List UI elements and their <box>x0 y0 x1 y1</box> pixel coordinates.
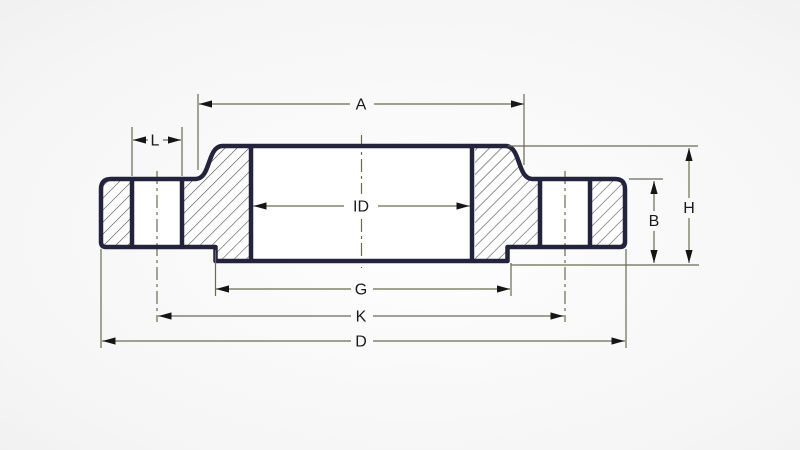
dim-label-hub-diameter: A <box>356 97 367 114</box>
dim-label-overall-height: H <box>683 200 695 217</box>
arrowhead-g-right <box>497 285 510 293</box>
hatch-right-outer <box>592 179 625 247</box>
flange-silhouette-stroke <box>98 143 628 264</box>
arrowhead-l-right <box>168 136 181 144</box>
arrowhead-l-left <box>133 136 146 144</box>
dim-label-bolt-hole-diameter: L <box>151 133 160 150</box>
arrowhead-a-left <box>199 100 212 108</box>
hatch-left-outer <box>101 179 130 247</box>
dimension-labels: A L ID G K D B H <box>151 97 695 351</box>
dim-label-raised-face-diameter: G <box>355 282 367 299</box>
dimension-a-lines <box>197 94 525 170</box>
arrowhead-a-right <box>511 100 524 108</box>
hatch-left-hub <box>184 146 249 261</box>
dim-label-bolt-circle-diameter: K <box>356 309 367 326</box>
arrowhead-h-up <box>685 148 693 161</box>
dim-label-flange-thickness: B <box>649 213 660 230</box>
part-outline <box>98 143 628 264</box>
dimension-d-lines <box>100 249 627 348</box>
arrowhead-d-left <box>102 337 116 345</box>
arrowhead-h-down <box>685 250 693 263</box>
arrowhead-d-right <box>611 337 625 345</box>
dim-label-bore-diameter: ID <box>353 199 369 216</box>
dimension-g-lines <box>214 250 512 296</box>
arrowhead-id-right <box>456 202 470 210</box>
arrowhead-g-left <box>216 285 229 293</box>
arrowheads <box>102 100 693 345</box>
dim-label-outside-diameter: D <box>355 334 367 351</box>
arrowhead-b-down <box>650 250 658 263</box>
arrowhead-id-left <box>253 202 267 210</box>
arrowhead-k-left <box>158 312 172 320</box>
hatch-right-hub <box>475 146 538 261</box>
arrowhead-b-up <box>650 181 658 194</box>
arrowhead-k-right <box>550 312 564 320</box>
dimension-lines <box>100 94 699 348</box>
